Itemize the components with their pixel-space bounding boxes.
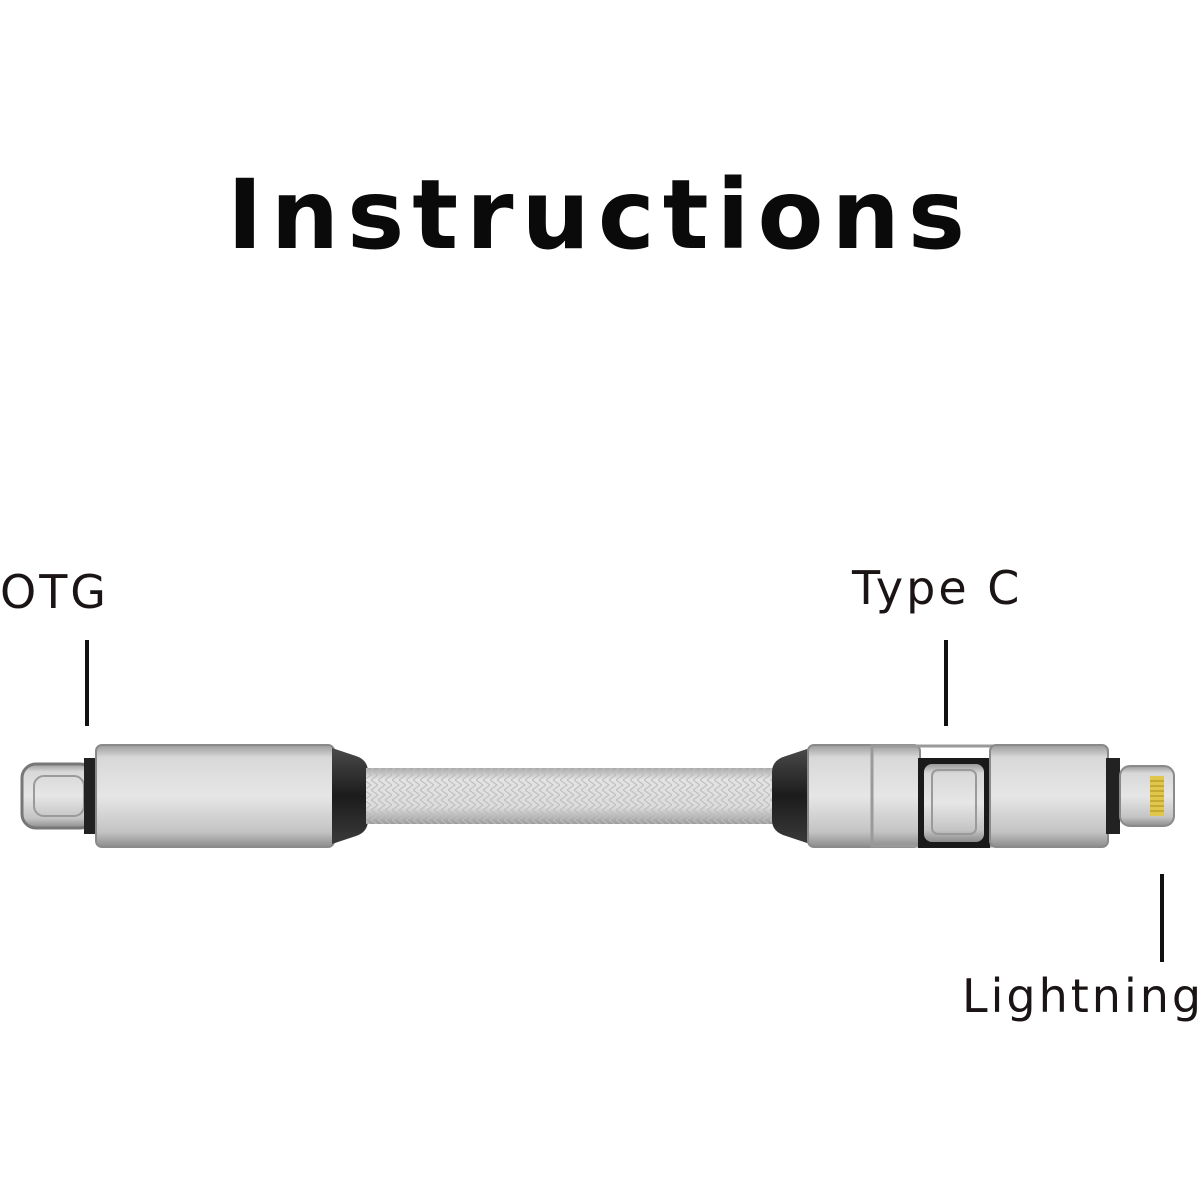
otg-usb-c-plug bbox=[20, 758, 98, 834]
otg-leader-line bbox=[85, 640, 89, 726]
lightning-plug bbox=[1119, 765, 1175, 827]
lightning-label: Lightning bbox=[962, 969, 1200, 1023]
lightning-leader-line bbox=[1160, 874, 1164, 962]
otg-label: OTG bbox=[0, 565, 109, 619]
braided-cable bbox=[366, 768, 774, 824]
type-c-label: Type C bbox=[852, 561, 1023, 615]
type-c-leader-line bbox=[944, 640, 948, 726]
type-c-connector-housing bbox=[807, 744, 1120, 848]
page-title: Instructions bbox=[227, 159, 973, 271]
right-strain-relief bbox=[772, 748, 810, 844]
otg-connector-housing bbox=[95, 744, 368, 848]
